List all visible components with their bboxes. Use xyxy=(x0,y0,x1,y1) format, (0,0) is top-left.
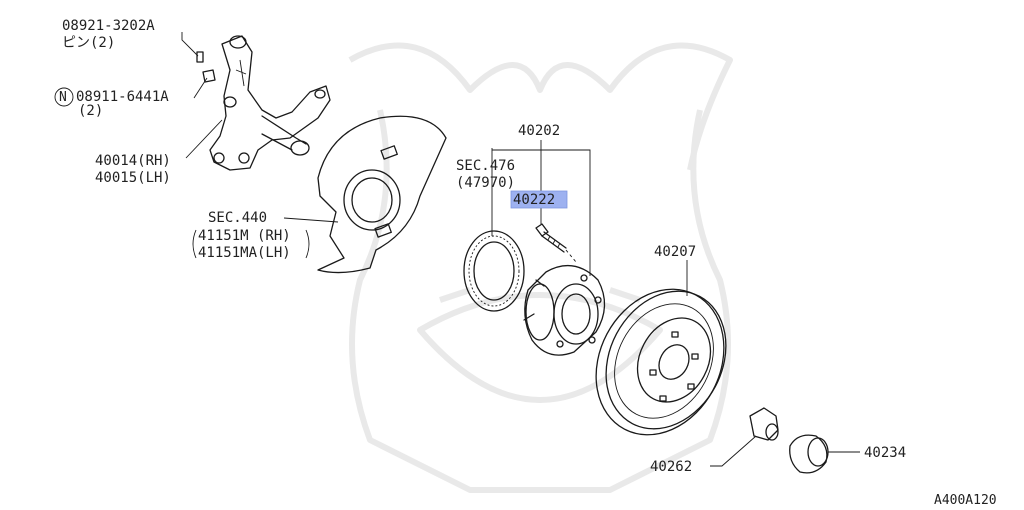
pin-drawing xyxy=(196,51,204,63)
watermark-logo xyxy=(348,42,733,493)
splash-bracket-right xyxy=(305,229,310,259)
hub-bolt-highlight xyxy=(510,190,568,209)
sensor-rotor-drawing xyxy=(463,230,525,312)
splash-lh-label: 41151MA(LH) xyxy=(198,245,291,261)
hub-nut-label: 40262 xyxy=(650,459,692,475)
knuckle-lh-label: 40015(LH) xyxy=(95,170,171,186)
sec476-label: SEC.476 xyxy=(456,158,515,174)
nut-qty-label: (2) xyxy=(78,103,103,119)
splash-rh-label: 41151M (RH) xyxy=(198,228,291,244)
brake-rotor-drawing xyxy=(595,288,727,436)
hub-bolt-drawing xyxy=(535,223,577,263)
hub-bolt-label: 40222 xyxy=(513,192,555,208)
steering-knuckle-drawing xyxy=(209,35,331,171)
grease-cap-drawing xyxy=(789,434,829,474)
cap-label: 40234 xyxy=(864,445,906,461)
nut-part-label: 08911-6441A xyxy=(76,89,169,105)
figure-code-label: A400A120 xyxy=(934,493,997,508)
pin-desc-label: ピン(2) xyxy=(62,35,115,51)
hub-nut-drawing xyxy=(749,407,779,441)
n-symbol-circle xyxy=(54,87,74,107)
sec440-label: SEC.440 xyxy=(208,210,267,226)
splash-bracket-left xyxy=(192,229,197,259)
sensor-ref-label: (47970) xyxy=(456,175,515,191)
splash-shield-drawing xyxy=(317,115,447,274)
nut-drawing xyxy=(202,69,216,83)
pin-part-label: 08921-3202A xyxy=(62,18,155,34)
leader-lines xyxy=(181,32,860,467)
hub-assy-label: 40202 xyxy=(518,123,560,139)
rotor-label: 40207 xyxy=(654,244,696,260)
knuckle-rh-label: 40014(RH) xyxy=(95,153,171,169)
nut-symbol-label: N xyxy=(59,90,67,105)
hub-assembly-drawing xyxy=(523,264,606,356)
